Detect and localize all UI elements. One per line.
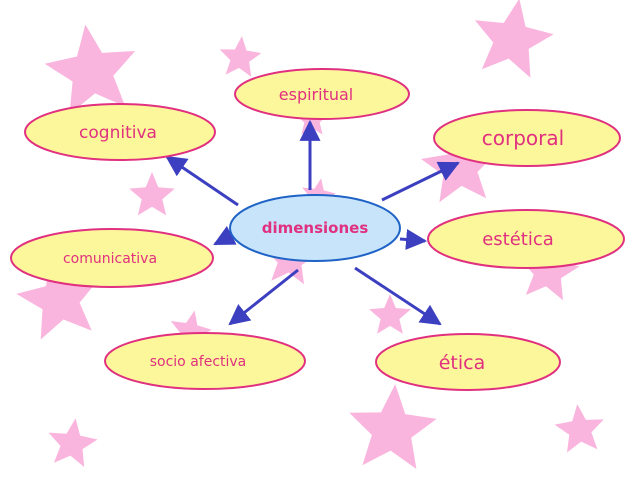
node-ellipse [24,103,216,161]
node-label: estética [482,229,554,250]
arrows [165,119,460,326]
arrow-to-estetica [399,229,428,250]
star-shape [369,294,411,334]
center-ellipse [229,194,401,262]
node-corporal: corporal [433,109,621,167]
star-shape [44,24,136,115]
node-ellipse [104,332,306,390]
arrow-to-socio-afectiva [228,268,299,326]
arrow-to-etica [354,266,442,326]
center-label: dimensiones [262,219,369,237]
star-shape [48,418,98,467]
star-shape [129,172,175,216]
node-ellipse [234,68,410,120]
node-label: corporal [482,126,564,150]
node-etica: ética [375,333,561,391]
node-label: ética [439,352,486,374]
star-shape [16,256,99,340]
star-shape [519,240,580,301]
node-estetica: estética [427,209,625,269]
node-label: espiritual [279,85,353,104]
star-shape [474,0,554,78]
node-cognitiva: cognitiva [24,103,216,161]
node-ellipse [10,228,214,288]
star-shape [349,384,437,469]
arrow-to-cognitiva [165,155,239,207]
node-label: comunicativa [63,251,157,267]
node-socio-afectiva: socio afectiva [104,332,306,390]
node-label: socio afectiva [150,354,247,370]
star-shape [219,36,262,77]
node-ellipse [427,209,625,269]
node-ellipse [433,109,621,167]
node-espiritual: espiritual [234,68,410,120]
arrow-to-corporal [381,161,460,202]
star-shape [554,404,604,453]
node-ellipse [375,333,561,391]
node-comunicativa: comunicativa [10,228,214,288]
center-node: dimensiones [229,194,401,262]
node-label: cognitiva [79,123,157,143]
